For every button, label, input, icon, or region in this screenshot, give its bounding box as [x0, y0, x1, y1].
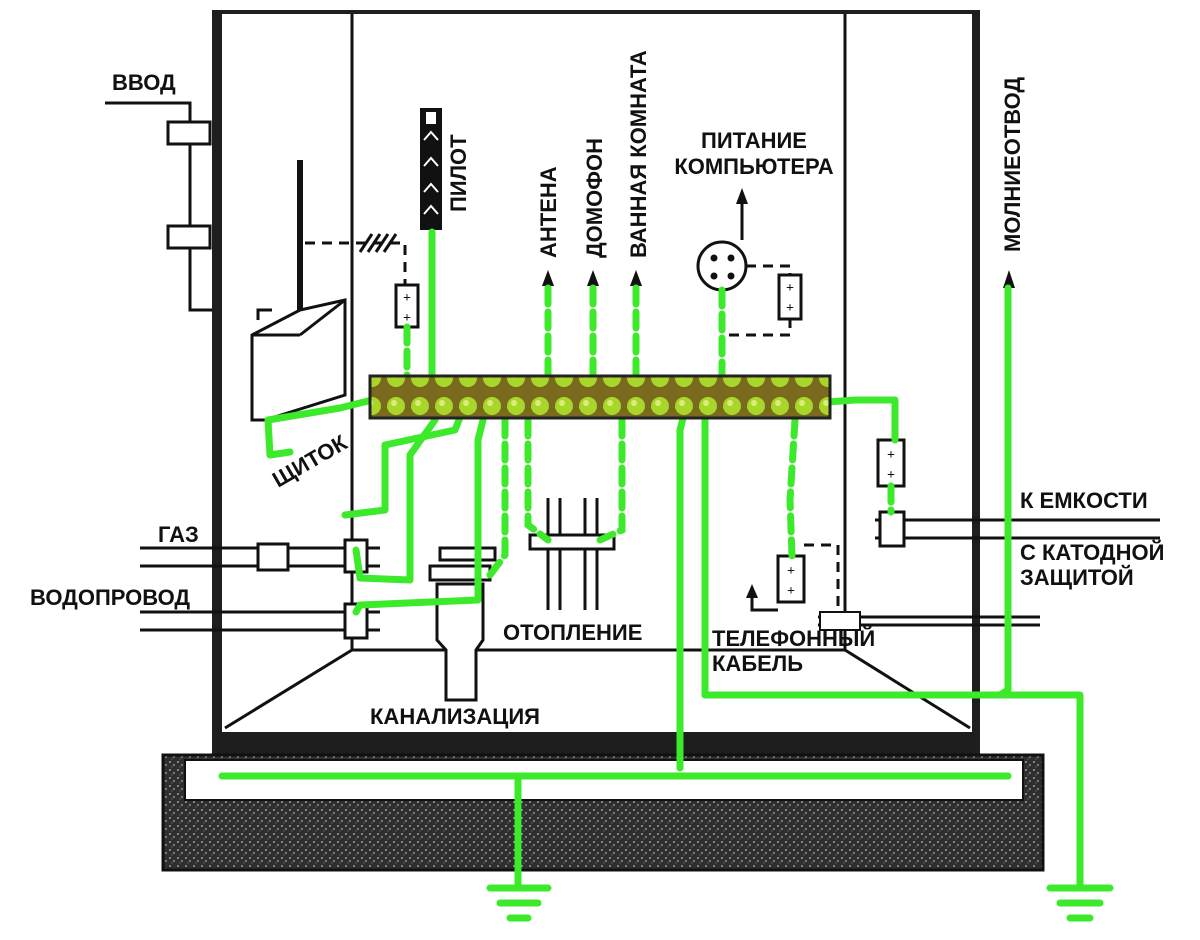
service-entry	[105, 101, 303, 312]
label-phone-cable-1: ТЕЛЕФОННЫЙ	[712, 626, 875, 651]
label-pc-power-2: КОМПЬЮТЕРА	[674, 154, 833, 179]
label-bathroom: ВАННАЯ КОМНАТА	[626, 50, 651, 258]
floor-perspective-left	[224, 648, 353, 730]
svg-text:+: +	[887, 468, 895, 483]
label-vvod: ВВОД	[112, 70, 176, 95]
up-arrows	[542, 270, 642, 286]
entry-insulator-bottom	[166, 224, 212, 250]
tank-clamp	[878, 510, 906, 548]
label-phone-cable-2: КАБЕЛЬ	[712, 651, 803, 676]
svg-text:+: +	[403, 291, 411, 306]
panel-box	[250, 298, 347, 422]
label-tank-3: ЗАЩИТОЙ	[1020, 565, 1134, 590]
lightning-rod-arrow	[1003, 270, 1015, 288]
foundation-slab	[184, 759, 1024, 801]
gas-coupling	[256, 542, 290, 572]
pilot-body	[420, 108, 442, 230]
sewer-pipe	[428, 546, 497, 702]
bus-bar-body	[368, 374, 832, 420]
foundation	[161, 753, 1045, 872]
svg-text:+: +	[787, 564, 795, 579]
label-lightning-rod: МОЛНИЕОТВОД	[1000, 77, 1025, 252]
svg-text:+: +	[887, 448, 895, 463]
pc-socket: + +	[696, 188, 803, 337]
svg-text:+: +	[403, 311, 411, 326]
ground-symbol-left	[486, 884, 552, 922]
label-domofon: ДОМОФОН	[582, 138, 607, 258]
svg-text:+: +	[786, 301, 794, 316]
socket-outlet	[696, 240, 748, 292]
label-gas: ГАЗ	[158, 522, 199, 547]
service-entry-cable	[105, 101, 212, 312]
label-water: ВОДОПРОВОД	[30, 585, 190, 610]
label-tank-2: С КАТОДНОЙ	[1020, 540, 1164, 565]
svg-text:+: +	[786, 281, 794, 296]
floor-perspective-right	[844, 648, 971, 730]
entry-insulator-top	[166, 120, 212, 146]
label-heating: ОТОПЛЕНИЕ	[503, 620, 642, 645]
distribution-panel	[250, 298, 347, 422]
label-sewer: КАНАЛИЗАЦИЯ	[370, 704, 540, 729]
label-antenna: АНТЕНА	[536, 166, 561, 258]
svg-text:+: +	[787, 584, 795, 599]
label-tank-1: К ЕМКОСТИ	[1020, 488, 1148, 513]
grounding-bus-bar	[368, 374, 832, 420]
label-pc-power-1: ПИТАНИЕ	[701, 128, 807, 153]
pilot-mast	[420, 108, 442, 230]
label-pilot: ПИЛОТ	[446, 134, 471, 212]
spark-gap-phone	[776, 554, 806, 604]
spark-gap-pc	[777, 273, 803, 321]
right-services: + + + +	[746, 438, 1160, 631]
water-clamp	[343, 602, 369, 640]
ground-symbol-right	[1046, 884, 1114, 922]
